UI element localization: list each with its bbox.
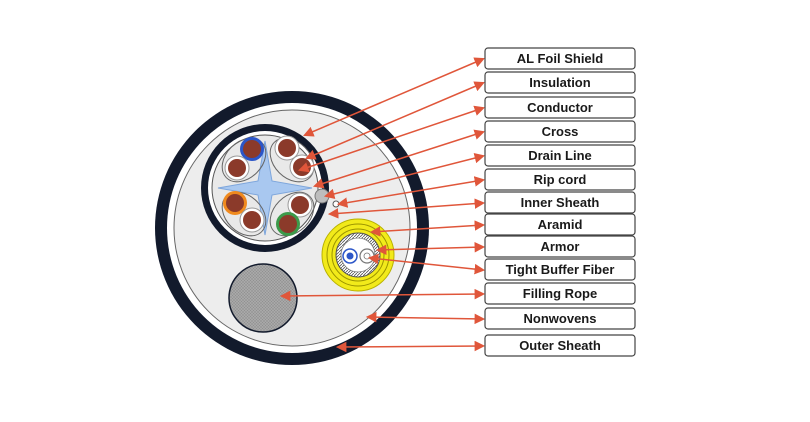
arrow-aramid — [369, 220, 486, 237]
conductor-top-left-b — [224, 155, 250, 181]
pair-shield-bottom-right — [269, 191, 315, 237]
label-drain-line: Drain Line — [484, 144, 636, 167]
rip-cord — [332, 200, 340, 208]
filling-rope — [228, 263, 298, 333]
label-text: Armor — [540, 239, 579, 254]
conductor-top-right-a — [274, 135, 300, 161]
conductor-bottom-left-a — [223, 191, 247, 215]
label-text: Aramid — [538, 217, 583, 232]
conductor-bottom-left-b — [239, 207, 265, 233]
label-text: Nonwovens — [524, 311, 597, 326]
cross-separator — [217, 140, 313, 236]
arrow-tight-buffer-fiber — [367, 253, 486, 275]
label-insulation: Insulation — [484, 71, 636, 94]
label-text: Conductor — [527, 100, 593, 115]
label-text: Drain Line — [528, 148, 592, 163]
leader-arrows — [279, 57, 486, 353]
label-rip-cord: Rip cord — [484, 168, 636, 191]
label-aramid: Aramid — [484, 213, 636, 236]
tight-buffer-fiber-blue — [342, 248, 358, 264]
label-text: Outer Sheath — [519, 338, 601, 353]
arrow-outer-sheath — [335, 340, 486, 353]
conductor-bottom-right-b — [276, 212, 300, 236]
label-armor: Armor — [484, 235, 636, 258]
label-text: Insulation — [529, 75, 590, 90]
conductor-top-left-a — [240, 137, 264, 161]
label-filling-rope: Filling Rope — [484, 282, 636, 305]
label-al-foil-shield: AL Foil Shield — [484, 47, 636, 70]
label-inner-sheath: Inner Sheath — [484, 191, 636, 214]
arrow-nonwovens — [365, 311, 486, 325]
label-text: AL Foil Shield — [517, 51, 603, 66]
label-text: Rip cord — [534, 172, 587, 187]
label-outer-sheath: Outer Sheath — [484, 334, 636, 357]
arrow-filling-rope — [279, 288, 486, 302]
conductor-bottom-right-a — [287, 192, 313, 218]
arrow-armor — [375, 241, 486, 256]
label-text: Inner Sheath — [521, 195, 600, 210]
label-text: Filling Rope — [523, 286, 597, 301]
label-text: Tight Buffer Fiber — [506, 262, 615, 277]
label-tight-buffer-fiber: Tight Buffer Fiber — [484, 258, 636, 281]
arrow-inner-sheath — [327, 198, 486, 219]
tight-buffer-fiber-white — [359, 248, 375, 264]
label-nonwovens: Nonwovens — [484, 307, 636, 330]
label-boxes: AL Foil Shield Insulation Conductor Cros… — [484, 47, 636, 357]
label-conductor: Conductor — [484, 96, 636, 119]
label-text: Cross — [542, 124, 579, 139]
label-cross: Cross — [484, 120, 636, 143]
